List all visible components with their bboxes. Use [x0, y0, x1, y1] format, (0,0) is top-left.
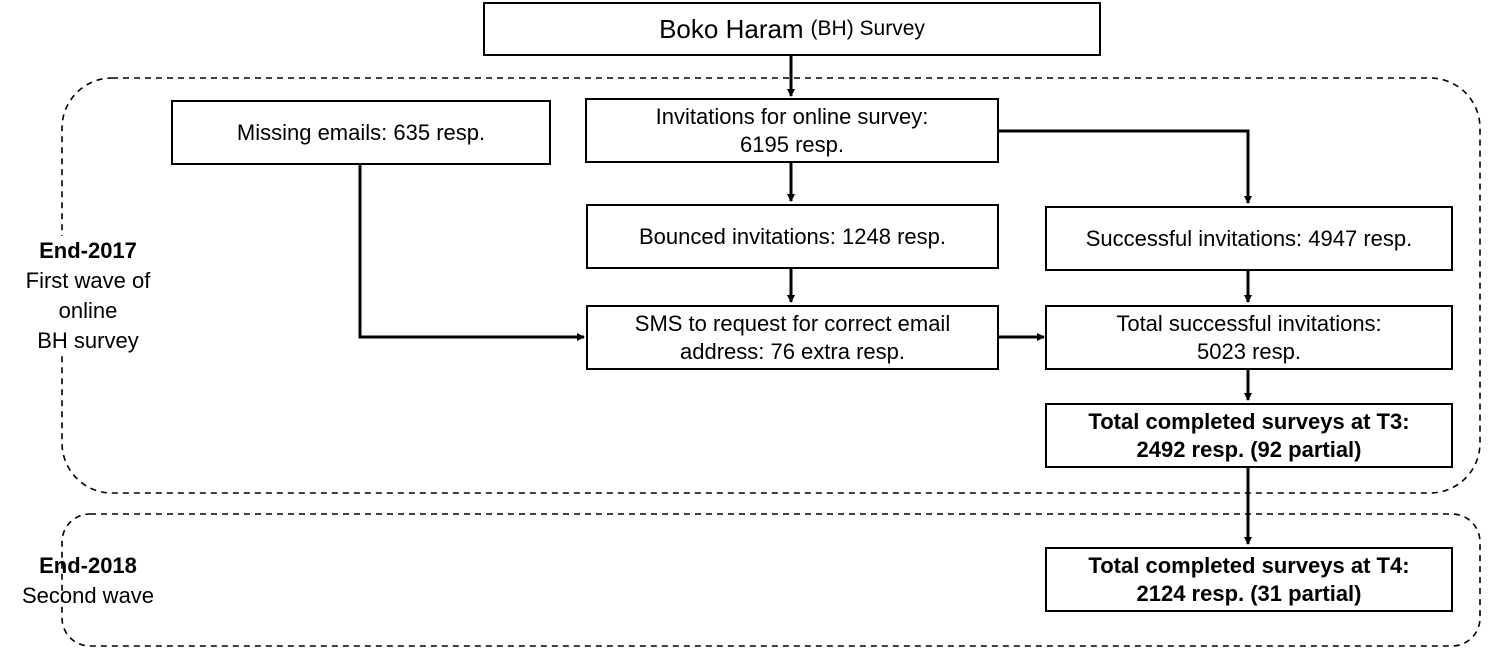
completed-t3-line-1: Total completed surveys at T3: [1088, 408, 1410, 434]
sms-line-1: SMS to request for correct email [634, 310, 951, 336]
invitations-line-1: Invitations for online survey: [655, 103, 929, 129]
total-successful-line-2: 5023 resp. [1197, 338, 1301, 364]
wave-2017-year: End-2017 [39, 238, 137, 263]
arrow-missing-to-sms [358, 165, 585, 341]
invitations-box: Invitations for online survey: 6195 resp… [585, 98, 999, 163]
survey-title-suffix: (BH) Survey [810, 17, 925, 40]
invitations-line-2: 6195 resp. [740, 131, 844, 157]
wave-2018-line-1: Second wave [21, 583, 155, 608]
total-successful-box: Total successful invitations: 5023 resp. [1045, 305, 1453, 370]
arrow-invitations-to-successful [998, 129, 1252, 204]
bounced-line-1: Bounced invitations: 1248 resp. [639, 223, 946, 249]
wave-2017-region [61, 77, 1481, 494]
wave-2017-line-2: online [58, 298, 118, 323]
wave-2017-line-3: BH survey [37, 328, 139, 353]
completed-t4-box: Total completed surveys at T4: 2124 resp… [1045, 547, 1453, 612]
sms-line-2: address: 76 extra resp. [679, 338, 905, 364]
wave-2018-region [61, 513, 1481, 647]
wave-2018-label: End-2018 Second wave [0, 551, 176, 611]
survey-title-box: Boko Haram (BH) Survey [483, 2, 1101, 56]
completed-t3-line-2: 2492 resp. (92 partial) [1136, 436, 1362, 462]
missing-emails-line-1: Missing emails: 635 resp. [236, 119, 486, 145]
sms-request-box: SMS to request for correct email address… [586, 305, 999, 370]
missing-emails-box: Missing emails: 635 resp. [171, 100, 551, 165]
wave-2017-label: End-2017 First wave of online BH survey [0, 236, 176, 356]
completed-t3-box: Total completed surveys at T3: 2492 resp… [1045, 403, 1453, 468]
wave-2018-year: End-2018 [39, 553, 137, 578]
total-successful-line-1: Total successful invitations: [1116, 310, 1382, 336]
completed-t4-line-1: Total completed surveys at T4: [1088, 552, 1410, 578]
successful-invitations-box: Successful invitations: 4947 resp. [1045, 206, 1453, 271]
successful-line-1: Successful invitations: 4947 resp. [1085, 225, 1413, 251]
bounced-invitations-box: Bounced invitations: 1248 resp. [586, 204, 999, 269]
wave-2017-line-1: First wave of [25, 268, 151, 293]
survey-title: Boko Haram [659, 14, 804, 44]
completed-t4-line-2: 2124 resp. (31 partial) [1136, 580, 1362, 606]
